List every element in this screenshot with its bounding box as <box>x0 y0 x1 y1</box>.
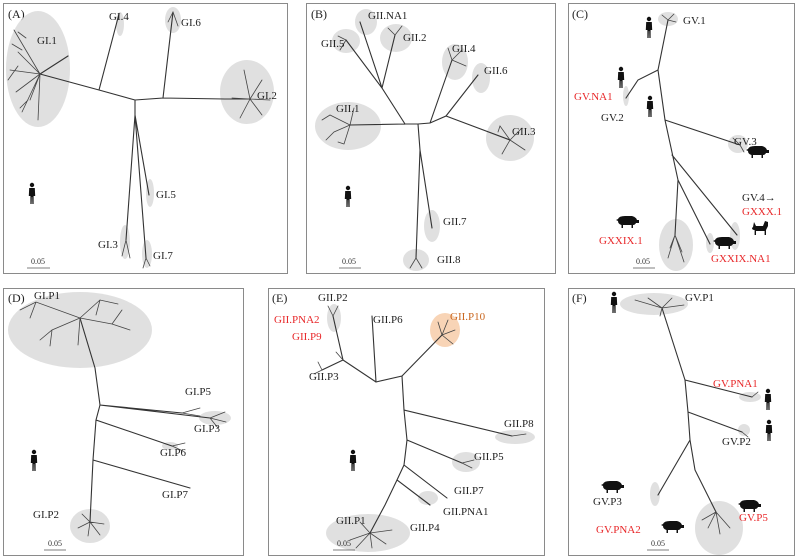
scale-label: 0.05 <box>337 539 351 548</box>
cluster-label: GII.PNA1 <box>443 506 489 518</box>
tree-branches <box>7 11 271 269</box>
cluster-label: GV.P5 <box>739 512 768 524</box>
cluster-shade <box>326 514 410 552</box>
cluster-label: GI.P1 <box>34 290 60 302</box>
scale-label: 0.05 <box>636 257 650 266</box>
cluster-label: GII.8 <box>437 254 461 266</box>
cluster-label: GI.2 <box>257 90 277 102</box>
cluster-label: GII.2 <box>403 32 427 44</box>
cluster-label: GV.P3 <box>593 496 622 508</box>
cluster-label: GXXIX.NA1 <box>711 253 771 265</box>
cluster-label: GXXX.1 <box>742 206 782 218</box>
scale-label: 0.05 <box>651 539 665 548</box>
cluster-label: GI.P6 <box>160 447 186 459</box>
panel-f-frame <box>568 288 795 556</box>
cluster-shade <box>472 63 490 93</box>
cluster-label: GII.P7 <box>454 485 484 497</box>
cluster-label: GV.1 <box>683 15 706 27</box>
cluster-label: GI.P2 <box>33 509 59 521</box>
cluster-shade <box>146 179 154 207</box>
cluster-label: GI.6 <box>181 17 201 29</box>
panel-e-frame <box>268 288 545 556</box>
cluster-label: GV.NA1 <box>574 91 613 103</box>
cluster-label: GII.P9 <box>292 331 322 343</box>
cluster-label: GI.5 <box>156 189 176 201</box>
cluster-shade <box>403 249 429 271</box>
cluster-shade <box>495 430 535 444</box>
cluster-label: GII.P10 <box>450 311 486 323</box>
cluster-label: GII.4 <box>452 43 476 55</box>
panel-c: (C) GV.1 GV.NA1 GV.2 GV.3 GV.4→ GXXX.1 G… <box>568 3 795 274</box>
tree-branches <box>19 299 227 537</box>
cluster-label: GI.1 <box>37 35 57 47</box>
cluster-shade <box>120 225 130 259</box>
cluster-shade <box>8 292 152 368</box>
cluster-label: GII.P6 <box>373 314 403 326</box>
cluster-shade <box>738 424 750 436</box>
cluster-label: GI.3 <box>98 239 118 251</box>
panel-e: (E) GII.P2 GII.PNA2 GII.P9 GII.P6 GII.P1… <box>268 288 545 556</box>
cluster-shade <box>142 240 152 268</box>
panel-e-label: (E) <box>272 291 287 305</box>
cluster-label: GII.P3 <box>309 371 339 383</box>
cluster-shade <box>6 11 70 127</box>
tree-branches <box>321 21 526 269</box>
scale-label: 0.05 <box>342 257 356 266</box>
cluster-label: GII.P5 <box>474 451 504 463</box>
cluster-label: GII.1 <box>336 103 360 115</box>
scale-label: 0.05 <box>48 539 62 548</box>
cluster-label: GII.3 <box>512 126 536 138</box>
scale-label: 0.05 <box>31 257 45 266</box>
cluster-label: GI.P5 <box>185 386 211 398</box>
cluster-shade <box>486 115 534 161</box>
cluster-shade <box>165 7 181 33</box>
cluster-label: GI.4 <box>109 11 129 23</box>
cluster-label: GV.3 <box>734 136 757 148</box>
cluster-shade <box>620 293 688 315</box>
cluster-shade <box>730 222 740 250</box>
panel-c-label: (C) <box>572 7 588 21</box>
panel-a-label: (A) <box>8 7 25 21</box>
panel-a: (A) GI.1 GI.4 GI.6 GI.2 GI.5 GI.3 GI.7 0… <box>3 3 288 274</box>
cluster-label: GII.P2 <box>318 292 348 304</box>
cluster-label: GII.7 <box>443 216 467 228</box>
cluster-label: GI.P3 <box>194 423 220 435</box>
cluster-label: GII.5 <box>321 38 345 50</box>
cluster-label: GII.6 <box>484 65 508 77</box>
cluster-label: GI.7 <box>153 250 173 262</box>
cluster-label: GV.PNA1 <box>713 378 758 390</box>
panel-b-label: (B) <box>311 7 327 21</box>
cluster-shade <box>659 219 693 271</box>
tree-branches <box>625 13 745 263</box>
cluster-label: GII.P4 <box>410 522 440 534</box>
cluster-shade <box>418 491 438 505</box>
cluster-label: GV.P1 <box>685 292 714 304</box>
cluster-shade <box>220 60 274 124</box>
panel-f: (F) GV.P1 GV.PNA1 GV.P2 GV.P3 GV.PNA2 GV… <box>568 288 795 556</box>
cluster-label: GII.P8 <box>504 418 534 430</box>
panel-d: (D) GI.P1 GI.P5 GI.P3 GI.P6 GI.P7 GI.P2 … <box>3 288 244 556</box>
cluster-label: GI.P7 <box>162 489 188 501</box>
cluster-label: GV.P2 <box>722 436 751 448</box>
panel-b: (B) GII.NA1 GII.5 GII.2 GII.4 GII.6 GII.… <box>306 3 556 274</box>
panel-f-label: (F) <box>572 291 587 305</box>
cluster-label: GII.P1 <box>336 515 366 527</box>
cluster-label: GV.PNA2 <box>596 524 641 536</box>
tree-branches <box>313 305 527 549</box>
tree-branches <box>634 297 759 535</box>
cluster-shade <box>332 29 360 53</box>
cluster-label: GV.2 <box>601 112 624 124</box>
cluster-label: GII.NA1 <box>368 10 407 22</box>
cluster-label: GII.PNA2 <box>274 314 320 326</box>
panel-d-label: (D) <box>8 291 25 305</box>
cluster-shade <box>355 9 377 35</box>
cluster-shade-highlight <box>430 313 460 347</box>
cluster-shade <box>380 24 412 52</box>
cluster-shade <box>623 86 629 106</box>
cluster-label: GV.4→ <box>742 192 776 204</box>
cluster-label: GXXIX.1 <box>599 235 643 247</box>
cluster-shade <box>658 12 678 26</box>
cluster-shade <box>650 482 660 506</box>
